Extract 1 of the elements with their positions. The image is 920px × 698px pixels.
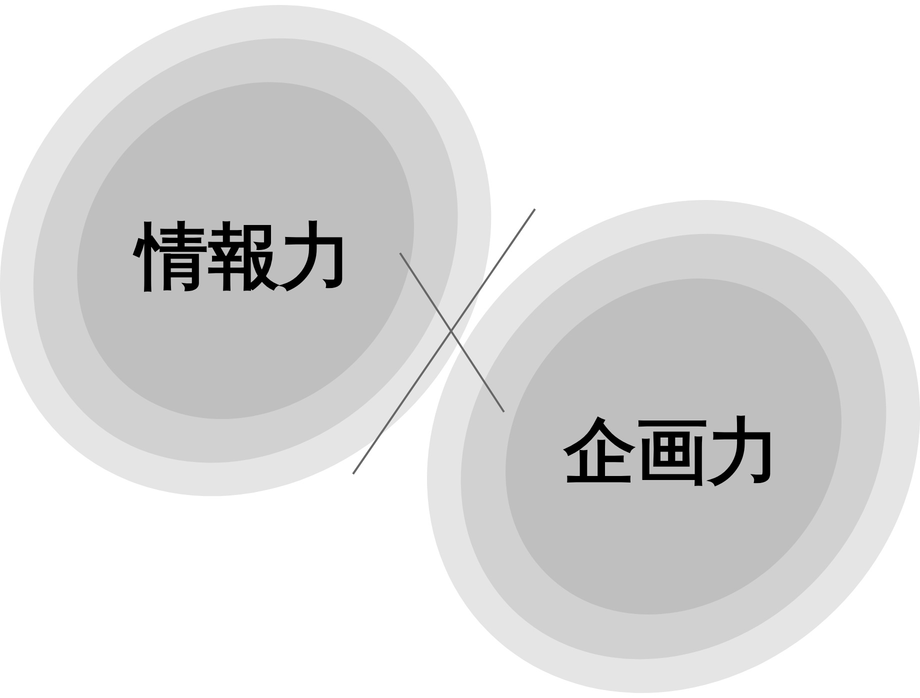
node-label: 企画力 — [564, 414, 780, 487]
